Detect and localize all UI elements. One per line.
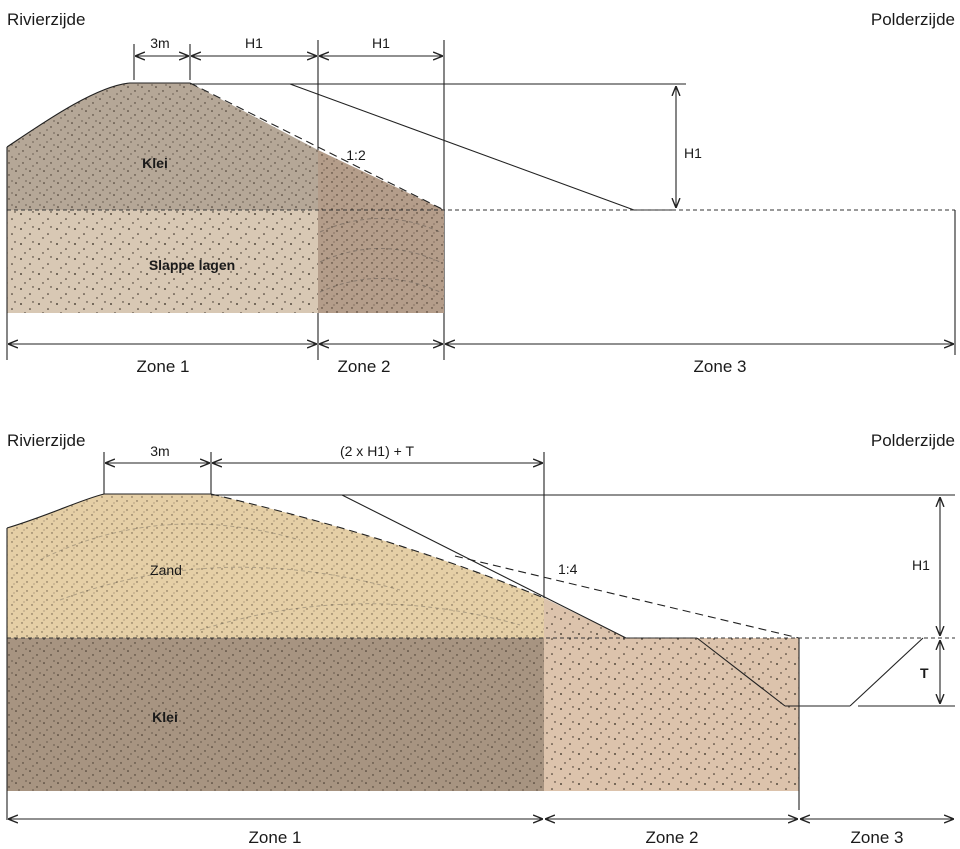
top-zone2-label: Zone 2	[338, 357, 391, 376]
bottom-zand-arc	[59, 566, 401, 601]
top-dim-h1-a: H1	[245, 35, 263, 51]
bottom-zand-arc	[199, 603, 521, 631]
bottom-alt-slope	[341, 494, 627, 639]
top-polderzijde-label: Polderzijde	[871, 10, 955, 29]
bottom-ditch-slope-left	[696, 637, 786, 707]
top-diagram: Rivierzijde Polderzijde 3m H1 H1	[6, 10, 956, 376]
top-klei-texture	[7, 83, 318, 210]
bottom-zand-label: Zand	[150, 562, 182, 578]
bottom-zand-texture	[7, 494, 544, 638]
bottom-klei-texture	[7, 638, 544, 791]
top-slope-1-2	[189, 82, 445, 211]
top-zone3-label: Zone 3	[694, 357, 747, 376]
bottom-klei-label: Klei	[152, 709, 178, 725]
bottom-zone3-label: Zone 3	[851, 828, 904, 847]
bottom-dike-outline	[6, 493, 211, 529]
top-slappe-lagen-label: Slappe lagen	[149, 257, 235, 273]
bottom-slope-1-4	[454, 555, 800, 639]
bottom-dim-3m: 3m	[150, 443, 169, 459]
top-zone2-arc	[319, 278, 441, 293]
top-rivierzijde-label: Rivierzijde	[7, 10, 85, 29]
top-zone1-label: Zone 1	[137, 357, 190, 376]
bottom-zone2-label: Zone 2	[646, 828, 699, 847]
bottom-zone1-label: Zone 1	[249, 828, 302, 847]
top-zone2-arc	[319, 248, 441, 263]
bottom-curved-slope	[210, 493, 545, 599]
bottom-rivierzijde-label: Rivierzijde	[7, 431, 85, 450]
bottom-slope-label: 1:4	[558, 561, 578, 577]
top-dim-h1-b: H1	[372, 35, 390, 51]
top-slappe-lagen-texture	[7, 210, 318, 313]
bottom-zone2-texture	[544, 598, 799, 791]
top-zone2-texture	[318, 150, 444, 313]
top-dim-h1-vertical: H1	[684, 145, 702, 161]
top-alt-slope	[289, 83, 635, 211]
top-dike-outline	[6, 82, 190, 148]
bottom-dim-t: T	[920, 665, 929, 681]
bottom-polderzijde-label: Polderzijde	[871, 431, 955, 450]
bottom-ditch-slope-right	[849, 637, 924, 707]
bottom-dim-width: (2 x H1) + T	[340, 443, 414, 459]
bottom-dim-h1-vertical: H1	[912, 557, 930, 573]
top-klei-label: Klei	[142, 155, 168, 171]
top-zone2-arc	[319, 218, 441, 233]
top-dim-3m: 3m	[150, 35, 169, 51]
bottom-diagram: Rivierzijde Polderzijde 3m (2 x H1) + T	[6, 431, 955, 847]
top-slope-label: 1:2	[346, 147, 366, 163]
